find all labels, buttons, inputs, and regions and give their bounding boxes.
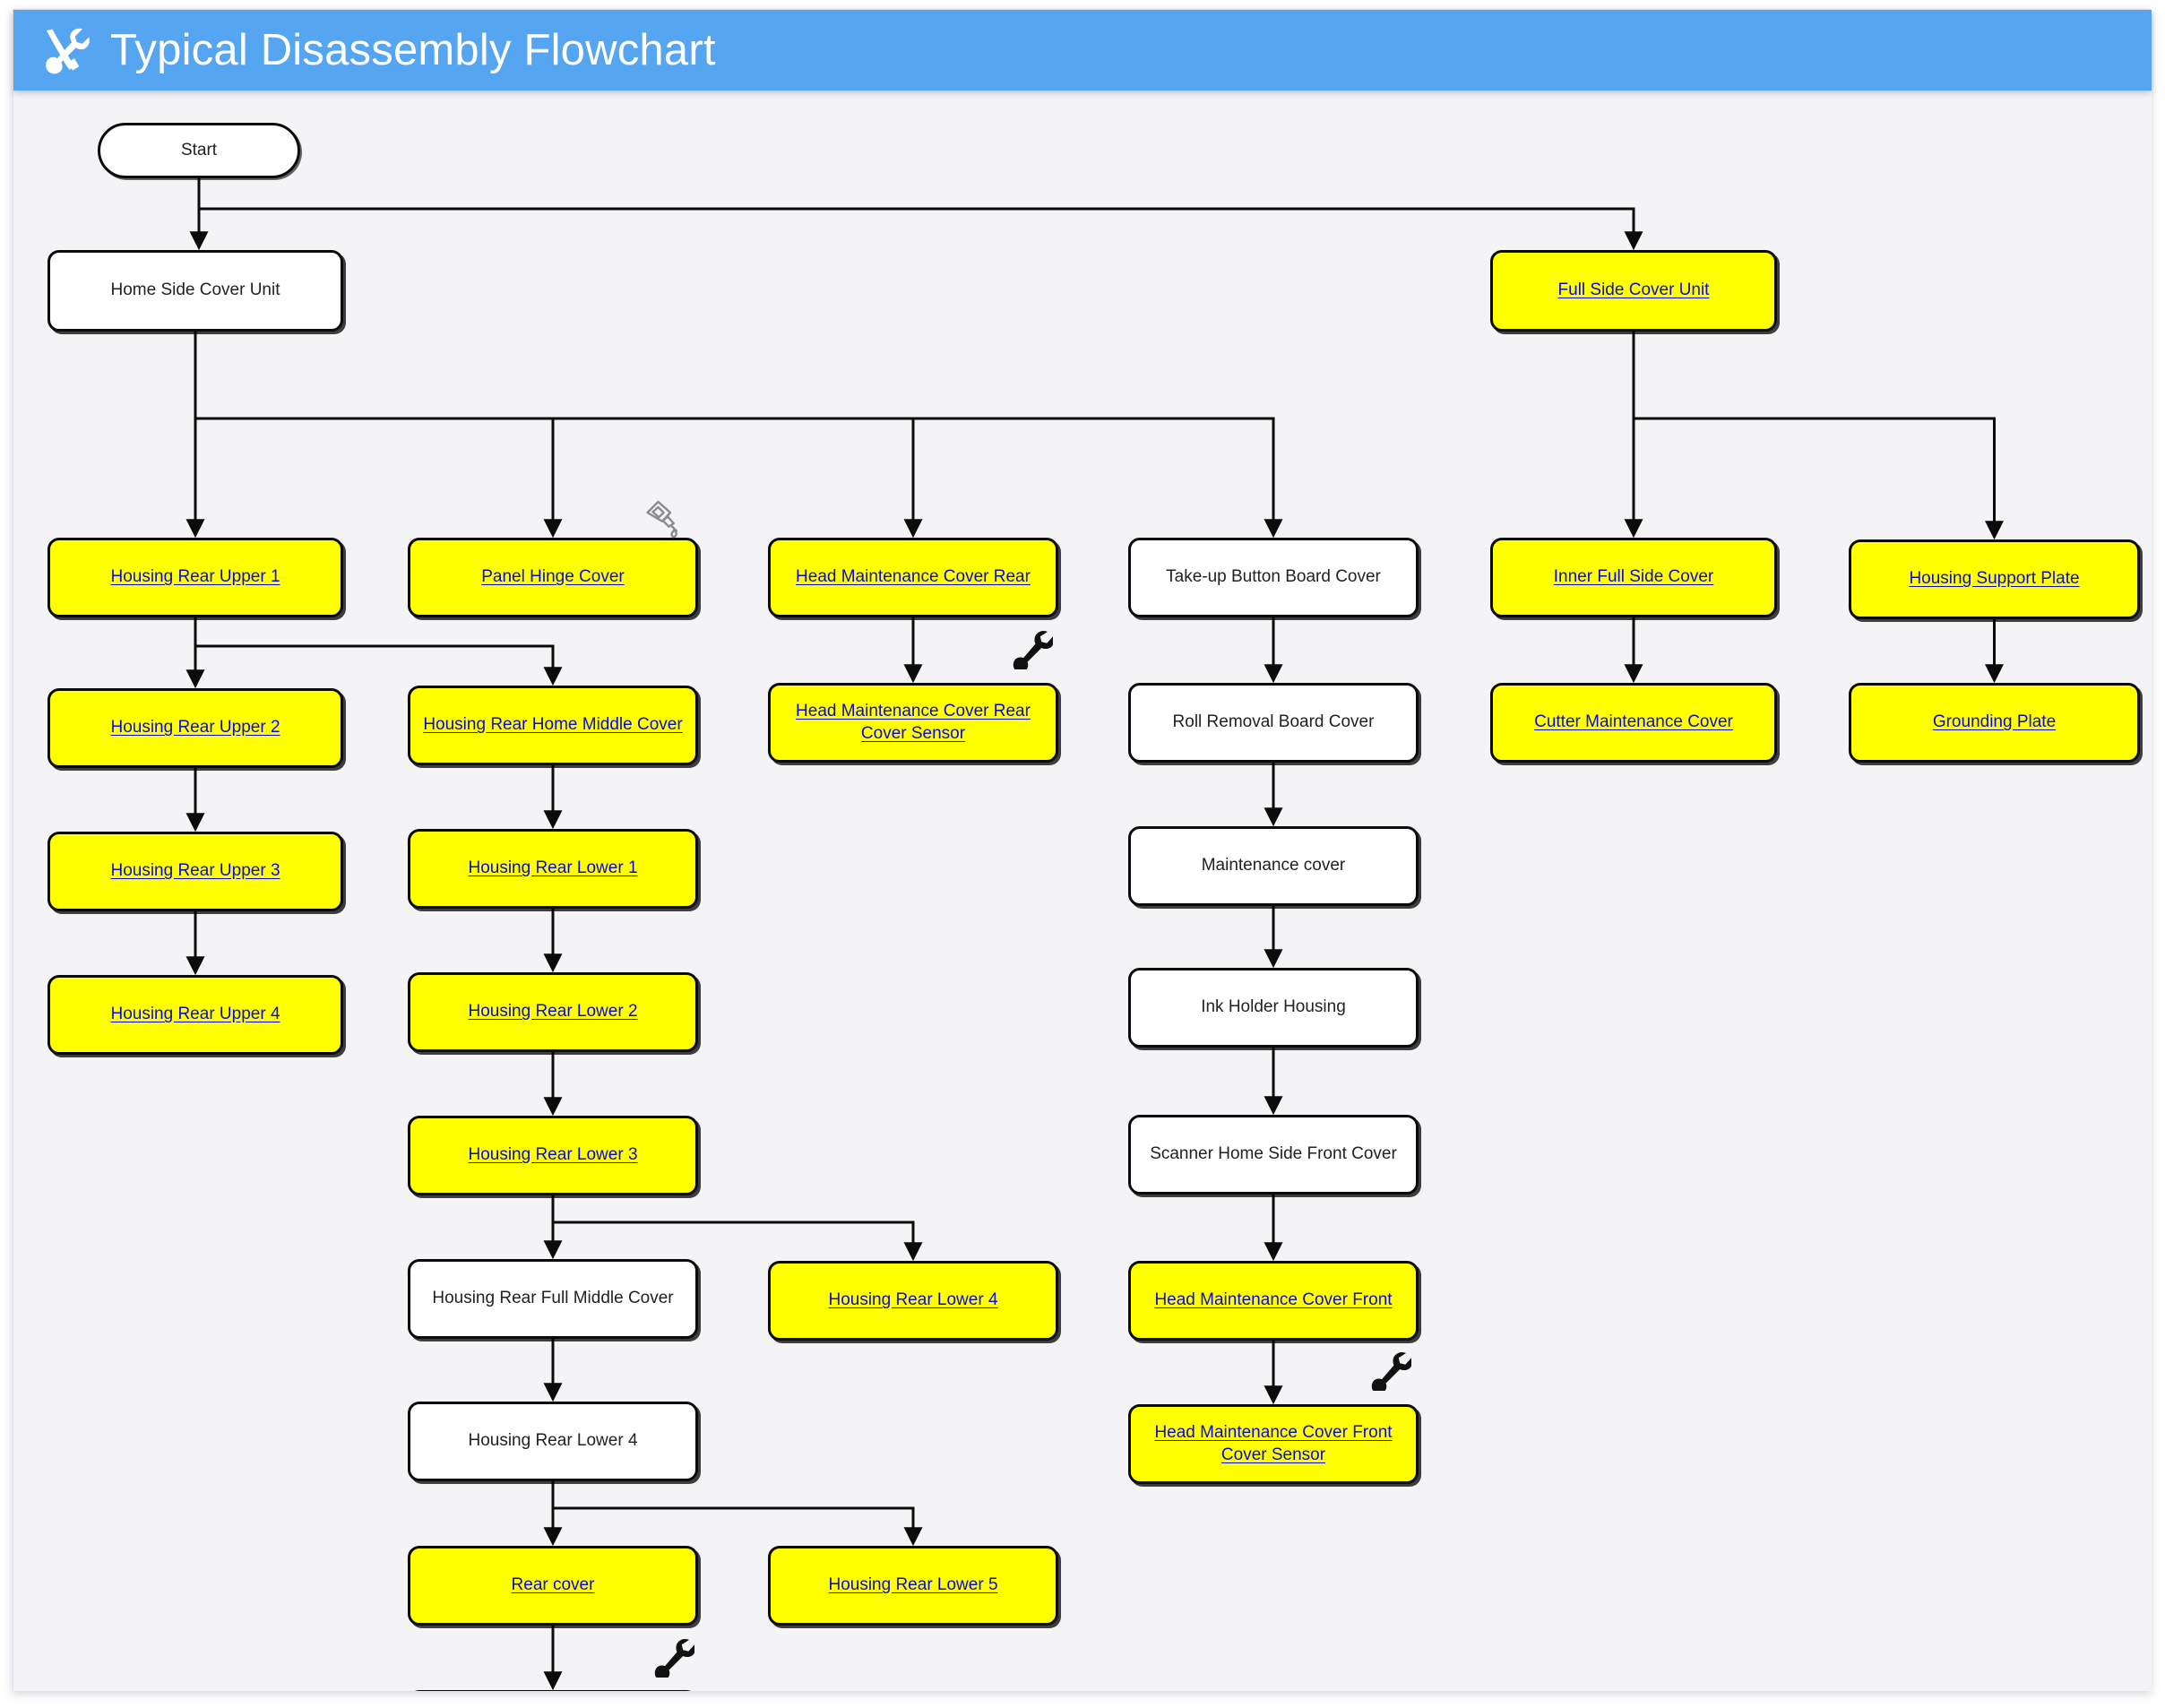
- flow-node-hru2[interactable]: Housing Rear Upper 2: [47, 688, 343, 768]
- flow-node-label: Head Maintenance Cover Front Cover Senso…: [1154, 1423, 1393, 1464]
- flow-node-label: Housing Rear Upper 2: [110, 718, 280, 738]
- flow-node-label: Housing Rear Lower 1: [468, 858, 638, 878]
- flow-node-hrl2[interactable]: Housing Rear Lower 2: [408, 972, 698, 1052]
- flow-node-ihh: Ink Holder Housing: [1128, 968, 1419, 1048]
- window-title: Typical Disassembly Flowchart: [110, 25, 716, 74]
- flow-node-label: Head Maintenance Cover Front: [1154, 1290, 1393, 1310]
- flow-node-mc: Maintenance cover: [1128, 826, 1419, 906]
- flow-node-hrhmc[interactable]: Housing Rear Home Middle Cover: [408, 686, 698, 765]
- flow-node-label: Housing Rear Lower 4: [828, 1290, 998, 1310]
- flow-edge: [551, 1481, 923, 1547]
- wrench-icon: [1371, 1351, 1411, 1391]
- flow-node-rrbc: Roll Removal Board Cover: [1128, 683, 1419, 763]
- flow-node-rc[interactable]: Rear cover: [408, 1546, 698, 1626]
- flow-node-label: Scanner Home Side Front Cover: [1150, 1144, 1397, 1164]
- flow-node-label: Cutter Maintenance Cover: [1534, 712, 1733, 732]
- flow-node-label: Housing Rear Lower 4: [468, 1431, 638, 1451]
- flow-node-label: Housing Rear Upper 1: [110, 567, 280, 587]
- flow-node-label: Head Maintenance Cover Rear: [796, 567, 1031, 587]
- flow-node-label: Housing Support Plate: [1909, 569, 2080, 589]
- flow-node-ifsc[interactable]: Inner Full Side Cover: [1490, 538, 1777, 617]
- flow-node-label: Maintenance cover: [1201, 856, 1346, 876]
- flow-node-gp[interactable]: Grounding Plate: [1849, 683, 2140, 763]
- flow-node-label: Housing Rear Home Middle Cover: [423, 715, 683, 735]
- glue-bottle-icon: [646, 500, 678, 539]
- flow-node-label: Start: [180, 140, 218, 160]
- flow-node-hmcrcs[interactable]: Head Maintenance Cover Rear Cover Sensor: [768, 683, 1058, 763]
- flow-node-label: Housing Rear Lower 3: [468, 1145, 638, 1165]
- flow-node-hmcr[interactable]: Head Maintenance Cover Rear: [768, 538, 1058, 617]
- window-titlebar: Typical Disassembly Flowchart: [13, 10, 2152, 91]
- flow-node-label: Head Maintenance Cover Rear Cover Sensor: [796, 702, 1031, 743]
- flow-node-tbbc: Take-up Button Board Cover: [1128, 538, 1419, 617]
- flow-node-hmcfcs[interactable]: Head Maintenance Cover Front Cover Senso…: [1128, 1404, 1419, 1484]
- flow-node-label: Rear cover: [511, 1575, 595, 1595]
- flow-node-label: Housing Rear Upper 4: [110, 1005, 280, 1024]
- wrench-icon: [1013, 630, 1053, 669]
- flow-node-shsfc: Scanner Home Side Front Cover: [1128, 1115, 1419, 1195]
- flow-edge: [1632, 332, 2004, 540]
- flow-node-label: Ink Holder Housing: [1201, 997, 1346, 1017]
- flow-node-start: Start: [98, 123, 300, 178]
- flow-node-hsp[interactable]: Housing Support Plate: [1849, 539, 2140, 619]
- flow-node-label: Full Side Cover Unit: [1557, 280, 1710, 300]
- wrench-icon: [654, 1638, 694, 1678]
- flow-node-phc[interactable]: Panel Hinge Cover: [408, 538, 698, 617]
- flow-node-label: Grounding Plate: [1932, 712, 2057, 732]
- flow-node-fscu[interactable]: Full Side Cover Unit: [1490, 250, 1777, 332]
- flow-node-label: Roll Removal Board Cover: [1172, 712, 1375, 732]
- flow-edge: [194, 332, 1283, 539]
- flow-node-hru1[interactable]: Housing Rear Upper 1: [47, 538, 343, 617]
- flow-node-label: Housing Rear Lower 2: [468, 1002, 638, 1022]
- flow-node-label: Home Side Cover Unit: [110, 280, 280, 300]
- flow-node-hrl5[interactable]: Housing Rear Lower 5: [768, 1546, 1058, 1626]
- flow-node-hrl1[interactable]: Housing Rear Lower 1: [408, 829, 698, 909]
- flow-edge: [194, 617, 563, 686]
- flow-node-label: Housing Rear Lower 5: [828, 1575, 998, 1595]
- flow-node-hrl4w: Housing Rear Lower 4: [408, 1402, 698, 1481]
- flow-node-hru3[interactable]: Housing Rear Upper 3: [47, 832, 343, 911]
- flow-node-label: Inner Full Side Cover: [1553, 567, 1714, 587]
- flow-node-cmc[interactable]: Cutter Maintenance Cover: [1490, 683, 1777, 763]
- flow-node-rcs[interactable]: Rear Cover Sensor: [408, 1690, 698, 1691]
- flow-node-label: Housing Rear Upper 3: [110, 861, 280, 881]
- flow-node-hmcf[interactable]: Head Maintenance Cover Front: [1128, 1261, 1419, 1341]
- flow-edge: [197, 178, 1643, 251]
- flow-node-hrl4y[interactable]: Housing Rear Lower 4: [768, 1261, 1058, 1341]
- flow-edge: [551, 1195, 923, 1262]
- tools-icon: [46, 28, 90, 74]
- flow-node-hrl3[interactable]: Housing Rear Lower 3: [408, 1116, 698, 1195]
- flow-node-hscu: Home Side Cover Unit: [47, 250, 343, 332]
- flow-edge: [194, 332, 563, 539]
- flow-node-label: Panel Hinge Cover: [481, 567, 625, 587]
- flow-node-label: Take-up Button Board Cover: [1166, 567, 1381, 587]
- flow-node-hrfmc: Housing Rear Full Middle Cover: [408, 1259, 698, 1339]
- flow-node-hru4[interactable]: Housing Rear Upper 4: [47, 975, 343, 1055]
- flow-node-label: Housing Rear Full Middle Cover: [432, 1289, 674, 1308]
- flow-edge: [194, 332, 923, 539]
